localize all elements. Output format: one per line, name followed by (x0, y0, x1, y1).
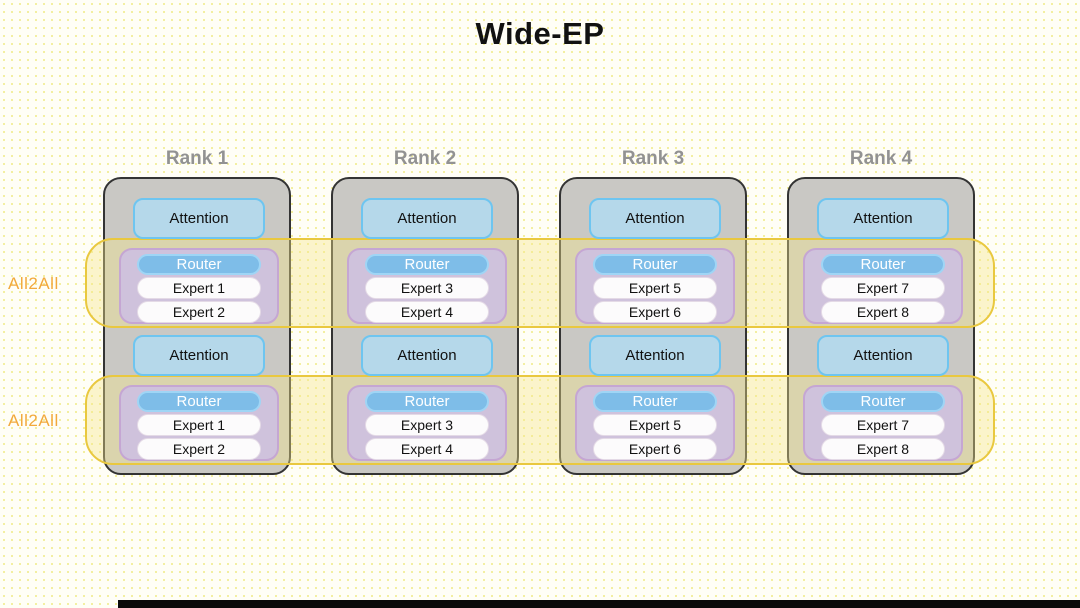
rank-1-layer-1-router: Router (137, 254, 261, 275)
rank-4-layer-2-attention: Attention (817, 335, 949, 376)
diagram-title: Wide-EP (475, 16, 605, 51)
rank-3-layer-1-moe-group: Router Expert 5 Expert 6 (575, 248, 735, 324)
rank-3-layer-2-moe-group: Router Expert 5 Expert 6 (575, 385, 735, 461)
rank-1-layer-2-expert-1: Expert 1 (137, 414, 261, 436)
rank-1-layer-1-attention: Attention (133, 198, 265, 239)
rank-3-layer-1-expert-2: Expert 6 (593, 301, 717, 323)
rank-3-layer-2-router: Router (593, 391, 717, 412)
rank-1-layer-2-attention: Attention (133, 335, 265, 376)
rank-2-layer-1-router: Router (365, 254, 489, 275)
rank-1: Rank 1 Attention Router Expert 1 Expert … (103, 148, 291, 478)
rank-2-layer-2-router: Router (365, 391, 489, 412)
rank-1-layer-2-router: Router (137, 391, 261, 412)
rank-1-layer-1-moe-group: Router Expert 1 Expert 2 (119, 248, 279, 324)
rank-2-layer-2-expert-1: Expert 3 (365, 414, 489, 436)
rank-1-layer-2-expert-2: Expert 2 (137, 438, 261, 460)
rank-1-layer-1-expert-1: Expert 1 (137, 277, 261, 299)
all2all-label-2: All2All (8, 411, 59, 430)
rank-4-layer-1-moe-group: Router Expert 7 Expert 8 (803, 248, 963, 324)
rank-4-label: Rank 4 (849, 148, 913, 169)
rank-2-layer-1-expert-1: Expert 3 (365, 277, 489, 299)
rank-4: Rank 4 Attention Router Expert 7 Expert … (787, 148, 975, 478)
rank-3-label: Rank 3 (621, 148, 685, 169)
rank-4-layer-1-router: Router (821, 254, 945, 275)
rank-4-layer-2-expert-1: Expert 7 (821, 414, 945, 436)
rank-4-layer-1-expert-1: Expert 7 (821, 277, 945, 299)
rank-1-layer-2-moe-group: Router Expert 1 Expert 2 (119, 385, 279, 461)
rank-2: Rank 2 Attention Router Expert 3 Expert … (331, 148, 519, 478)
rank-3-layer-2-expert-2: Expert 6 (593, 438, 717, 460)
rank-2-layer-2-moe-group: Router Expert 3 Expert 4 (347, 385, 507, 461)
rank-3-layer-1-router: Router (593, 254, 717, 275)
rank-3-layer-2-expert-1: Expert 5 (593, 414, 717, 436)
rank-3-layer-2-attention: Attention (589, 335, 721, 376)
rank-4-layer-2-router: Router (821, 391, 945, 412)
rank-4-layer-2-expert-2: Expert 8 (821, 438, 945, 460)
rank-3-layer-1-attention: Attention (589, 198, 721, 239)
rank-1-layer-1-expert-2: Expert 2 (137, 301, 261, 323)
bottom-bar (118, 600, 1080, 608)
rank-1-label: Rank 1 (165, 148, 229, 169)
rank-2-layer-2-attention: Attention (361, 335, 493, 376)
rank-4-layer-1-attention: Attention (817, 198, 949, 239)
rank-4-layer-1-expert-2: Expert 8 (821, 301, 945, 323)
all2all-label-1: All2All (8, 274, 59, 293)
rank-3-layer-1-expert-1: Expert 5 (593, 277, 717, 299)
rank-2-layer-2-expert-2: Expert 4 (365, 438, 489, 460)
rank-4-layer-2-moe-group: Router Expert 7 Expert 8 (803, 385, 963, 461)
rank-2-layer-1-expert-2: Expert 4 (365, 301, 489, 323)
rank-2-label: Rank 2 (393, 148, 457, 169)
rank-2-layer-1-attention: Attention (361, 198, 493, 239)
rank-2-layer-1-moe-group: Router Expert 3 Expert 4 (347, 248, 507, 324)
rank-3: Rank 3 Attention Router Expert 5 Expert … (559, 148, 747, 478)
